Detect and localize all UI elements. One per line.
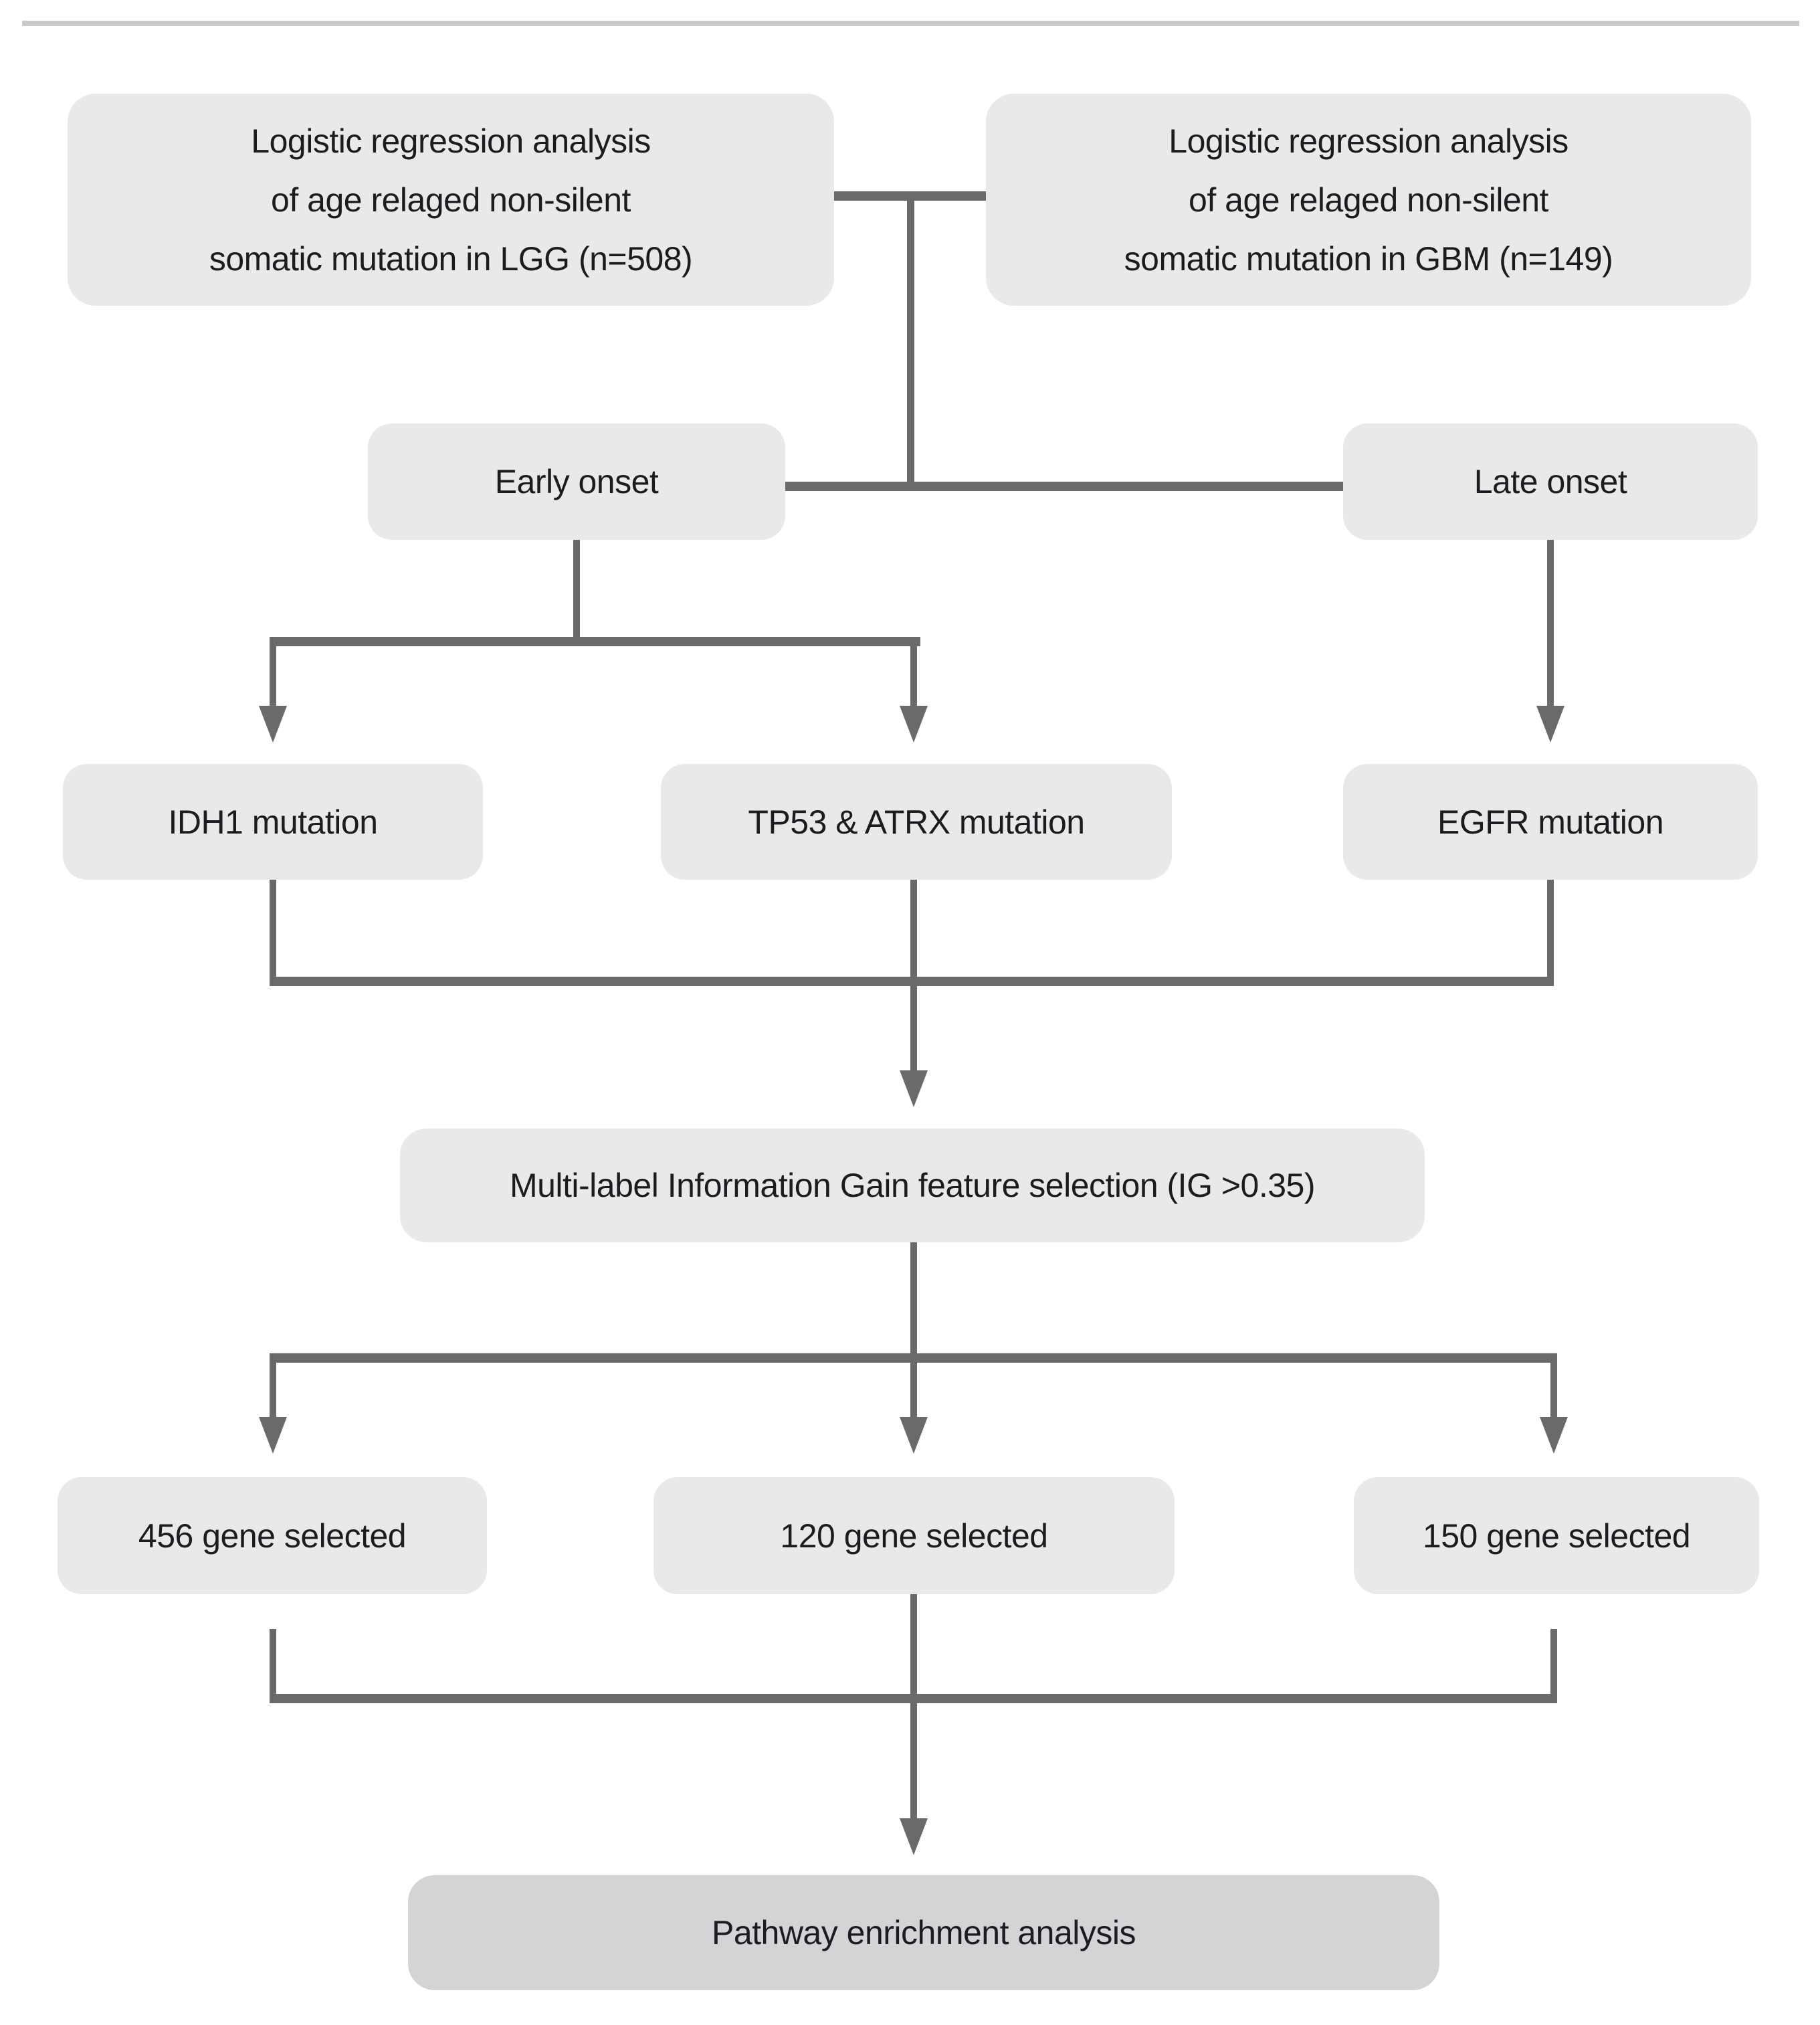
connector-early-late bbox=[785, 482, 1343, 491]
connector-to-150 bbox=[1550, 1353, 1557, 1420]
arrowhead-150 bbox=[1540, 1417, 1568, 1454]
top-separator-rule bbox=[22, 21, 1799, 26]
connector-late-down bbox=[1547, 540, 1554, 709]
node-gbm-regression: Logistic regression analysis of age rela… bbox=[986, 94, 1751, 306]
connector-branch-down bbox=[907, 191, 914, 490]
node-genes-456: 456 gene selected bbox=[58, 1477, 487, 1594]
connector-early-split bbox=[270, 637, 920, 646]
node-feature-selection: Multi-label Information Gain feature sel… bbox=[400, 1129, 1425, 1242]
connector-120-down bbox=[910, 1594, 917, 1820]
connector-feature-down bbox=[910, 1242, 917, 1358]
node-genes-120-label: 120 gene selected bbox=[780, 1517, 1048, 1555]
node-feature-selection-label: Multi-label Information Gain feature sel… bbox=[509, 1167, 1316, 1204]
node-lgg-line3: somatic mutation in LGG (n=508) bbox=[209, 239, 693, 278]
node-late-onset-label: Late onset bbox=[1474, 463, 1627, 500]
collector-mutations bbox=[270, 977, 1554, 986]
connector-egfr-down bbox=[1547, 880, 1554, 981]
node-pathway-enrichment-label: Pathway enrichment analysis bbox=[711, 1914, 1136, 1951]
connector-to-idh1 bbox=[270, 637, 276, 709]
connector-150-down bbox=[1550, 1629, 1557, 1703]
node-genes-150-label: 150 gene selected bbox=[1422, 1517, 1691, 1555]
node-gbm-line3: somatic mutation in GBM (n=149) bbox=[1124, 239, 1613, 278]
node-gbm-line1: Logistic regression analysis bbox=[1169, 122, 1569, 160]
connector-to-120 bbox=[910, 1353, 917, 1420]
node-lgg-line2: of age relaged non-silent bbox=[271, 181, 631, 219]
node-early-onset: Early onset bbox=[368, 423, 785, 540]
node-late-onset: Late onset bbox=[1343, 423, 1758, 540]
node-egfr-label: EGFR mutation bbox=[1437, 803, 1664, 841]
arrowhead-tp53 bbox=[900, 706, 928, 743]
node-lgg-line1: Logistic regression analysis bbox=[251, 122, 651, 160]
node-idh1: IDH1 mutation bbox=[63, 764, 483, 880]
node-tp53-atrx: TP53 & ATRX mutation bbox=[661, 764, 1172, 880]
node-idh1-label: IDH1 mutation bbox=[168, 803, 378, 841]
node-genes-150: 150 gene selected bbox=[1354, 1477, 1759, 1594]
collector-genes bbox=[270, 1694, 1557, 1703]
connector-early-down bbox=[573, 540, 580, 644]
node-gbm-line2: of age relaged non-silent bbox=[1189, 181, 1548, 219]
node-egfr: EGFR mutation bbox=[1343, 764, 1758, 880]
node-early-onset-label: Early onset bbox=[494, 463, 659, 500]
connector-to-456 bbox=[270, 1353, 276, 1420]
arrowhead-idh1 bbox=[259, 706, 287, 743]
node-genes-120: 120 gene selected bbox=[653, 1477, 1175, 1594]
arrowhead-feature-selection bbox=[900, 1070, 928, 1107]
arrowhead-egfr bbox=[1536, 706, 1564, 743]
node-genes-456-label: 456 gene selected bbox=[138, 1517, 407, 1555]
connector-idh1-down bbox=[270, 880, 276, 981]
arrowhead-120 bbox=[900, 1417, 928, 1454]
arrowhead-pathway bbox=[900, 1818, 928, 1855]
node-lgg-regression: Logistic regression analysis of age rela… bbox=[68, 94, 834, 306]
connector-456-down bbox=[270, 1629, 276, 1703]
connector-to-tp53 bbox=[910, 637, 917, 709]
node-pathway-enrichment: Pathway enrichment analysis bbox=[408, 1875, 1439, 1990]
arrowhead-456 bbox=[259, 1417, 287, 1454]
node-tp53-atrx-label: TP53 & ATRX mutation bbox=[748, 803, 1085, 841]
